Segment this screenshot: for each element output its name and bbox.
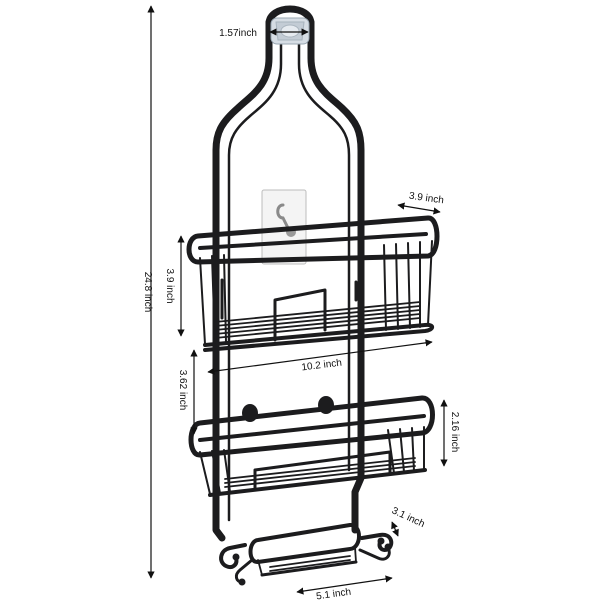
dimension-arrows <box>147 5 448 595</box>
soap-dish-rim <box>248 523 361 564</box>
soap-dish-wires <box>257 546 357 576</box>
basket-spacing-label: 3.62 inch <box>177 370 188 411</box>
left-hook <box>219 543 247 569</box>
hook-knobs <box>232 537 392 586</box>
soap-dish-depth-label: 3.1 inch <box>390 505 426 530</box>
top-basket-front-rim <box>198 232 428 250</box>
frame-inner-rail-right <box>297 38 351 472</box>
soap-dish-depth-arrow <box>391 521 399 537</box>
top-loop-width-label: 1.57inch <box>219 28 257 39</box>
soap-dish-width-label: 5.1 inch <box>316 587 352 600</box>
basket-depth-label: 3.9 inch <box>408 191 444 207</box>
basket-width-arrow <box>207 339 433 375</box>
soap-dish <box>219 523 394 586</box>
top-basket-height-label: 3.9 inch <box>164 268 175 303</box>
frame-inner-rail <box>227 38 283 522</box>
middle-basket-front-rim <box>198 414 426 442</box>
soap-dish-bottom <box>260 560 358 577</box>
frame-outer-right-rail <box>307 18 365 534</box>
middle-basket-height-label: 2.16 inch <box>449 412 460 453</box>
left-hook-2 <box>234 558 254 584</box>
top-basket-floor-bars <box>214 301 421 339</box>
middle-basket-wires <box>199 426 425 495</box>
caddy-frame <box>212 5 365 542</box>
middle-basket-floor-bars <box>224 457 416 488</box>
frame-top-arch <box>265 5 315 28</box>
top-basket-rim <box>186 215 440 265</box>
basket-width-label: 10.2 inch <box>301 358 343 374</box>
frame-outer-left-rail <box>212 18 273 542</box>
top-basket <box>186 215 440 352</box>
soap-dish-width-arrow <box>296 575 393 595</box>
middle-basket-bottom <box>208 468 427 497</box>
top-basket-wires <box>199 240 433 345</box>
top-basket-bottom <box>203 322 435 352</box>
suction-cup <box>270 17 310 45</box>
middle-basket <box>188 395 435 497</box>
top-basket-side-bracket <box>220 278 358 320</box>
basket-depth-arrow <box>397 202 441 215</box>
total-height-label: 24.8 inch <box>142 272 153 313</box>
middle-basket-mount-knobs <box>242 396 334 422</box>
